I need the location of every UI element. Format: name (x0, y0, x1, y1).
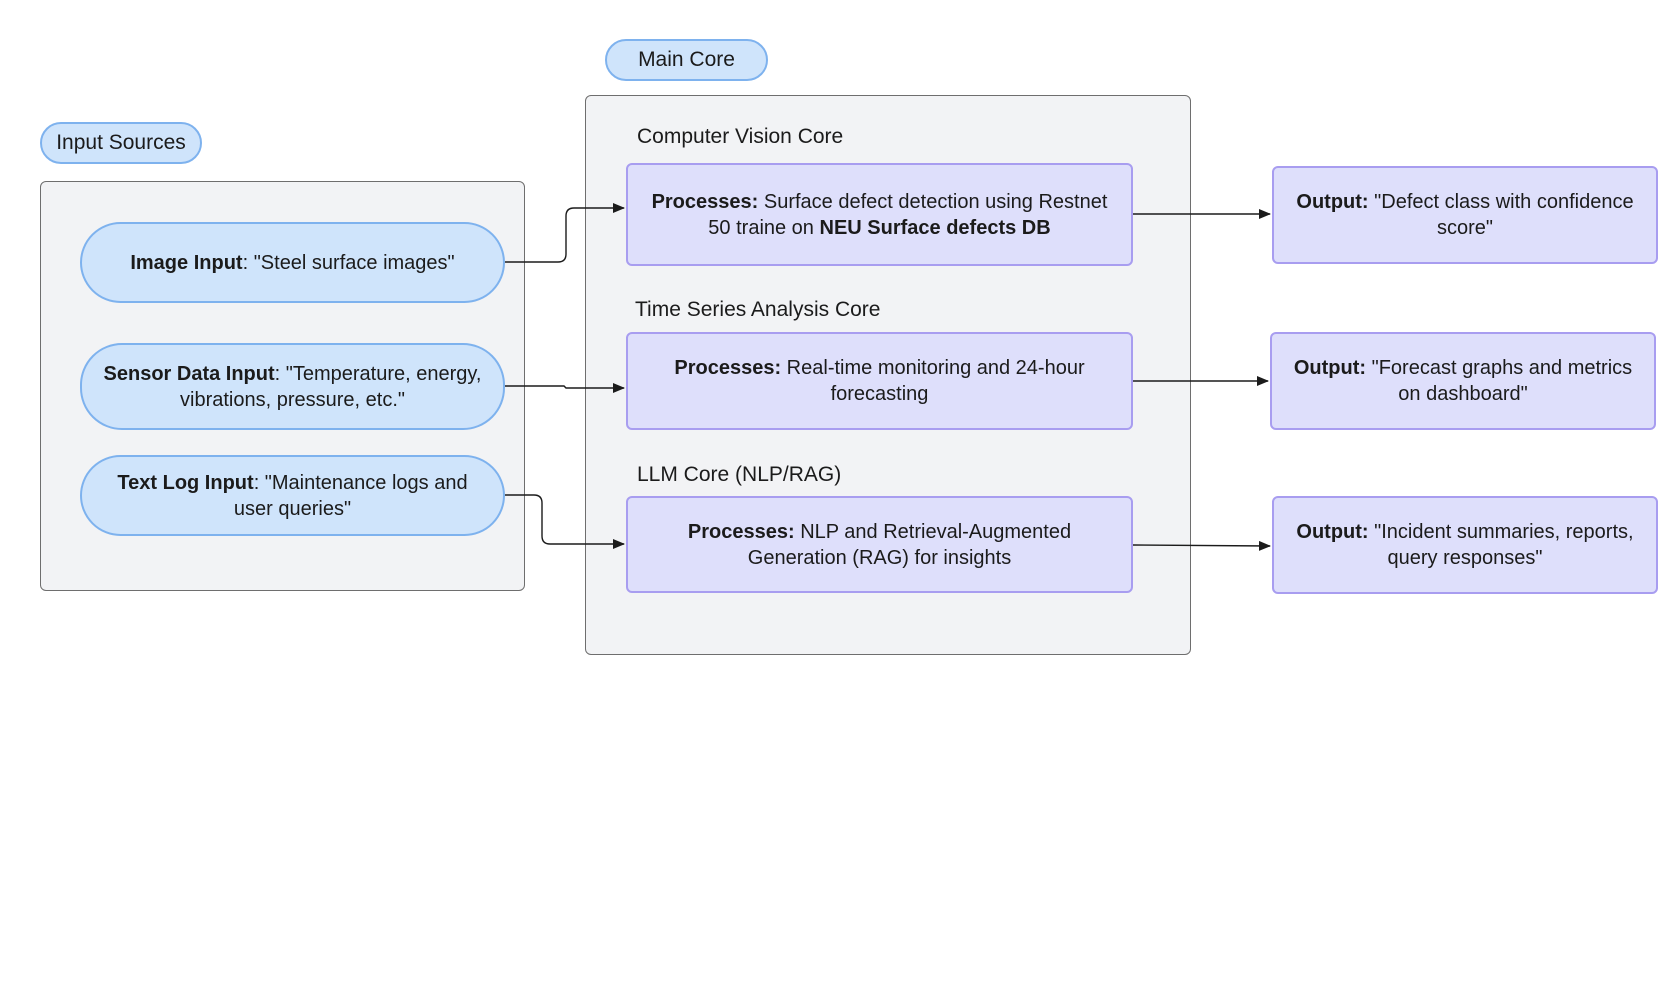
time-series-output-node: Output: "Forecast graphs and metrics on … (1270, 332, 1656, 430)
ts-output-label: Output: (1293, 357, 1367, 379)
time-series-core-title: Time Series Analysis Core (635, 298, 881, 321)
input-sources-label: Input Sources (40, 122, 202, 164)
sensor-data-input-text: : "Temperature, energy, vibrations, pres… (180, 362, 482, 411)
textlog-to-llm-connector (505, 494, 625, 549)
llm-process-label: Processes: (687, 520, 795, 543)
llm-output-text: "Incident summaries, reports, query resp… (1368, 521, 1634, 569)
time-series-process-node: Processes: Real-time monitoring and 24-h… (626, 332, 1133, 430)
text-log-input-title: Text Log Input (117, 471, 254, 494)
llm-output-node: Output: "Incident summaries, reports, qu… (1272, 496, 1658, 594)
image-input-text: : "Steel surface images" (242, 251, 455, 274)
cv-output-text: "Defect class with confidence score" (1368, 191, 1634, 239)
llm-output-label: Output: (1296, 521, 1369, 543)
main-core-label: Main Core (605, 39, 768, 81)
computer-vision-core-title: Computer Vision Core (637, 125, 844, 148)
computer-vision-output-node: Output: "Defect class with confidence sc… (1272, 166, 1658, 264)
cv-process-text: Surface defect detection using Restnet 5… (708, 190, 1108, 239)
ts-process-text: Real-time monitoring and 24-hour forecas… (781, 357, 1085, 405)
image-to-cv-connector (505, 203, 625, 263)
cv-process-label: Processes: (651, 190, 759, 213)
llm-process-text: NLP and Retrieval-Augmented Generation (… (747, 520, 1072, 569)
cv-output-label: Output: (1296, 191, 1369, 213)
llm-core-title: LLM Core (NLP/RAG) (637, 463, 842, 486)
sensor-data-input-node: Sensor Data Input: "Temperature, energy,… (80, 343, 505, 430)
cv-process-dataset: NEU Surface defects DB (819, 216, 1051, 239)
sensor-to-ts-connector (505, 383, 625, 393)
ts-output-text: "Forecast graphs and metrics on dashboar… (1366, 357, 1633, 405)
llm-to-output-connector (1132, 540, 1271, 551)
llm-process-node: Processes: NLP and Retrieval-Augmented G… (626, 496, 1133, 593)
image-input-node: Image Input: "Steel surface images" (80, 222, 505, 303)
image-input-title: Image Input (130, 251, 243, 274)
ts-process-label: Processes: (674, 357, 782, 379)
text-log-input-node: Text Log Input: "Maintenance logs and us… (80, 455, 505, 536)
text-log-input-text: : "Maintenance logs and user queries" (233, 471, 468, 520)
sensor-data-input-title: Sensor Data Input (103, 362, 275, 385)
computer-vision-process-node: Processes: Surface defect detection usin… (626, 163, 1133, 266)
